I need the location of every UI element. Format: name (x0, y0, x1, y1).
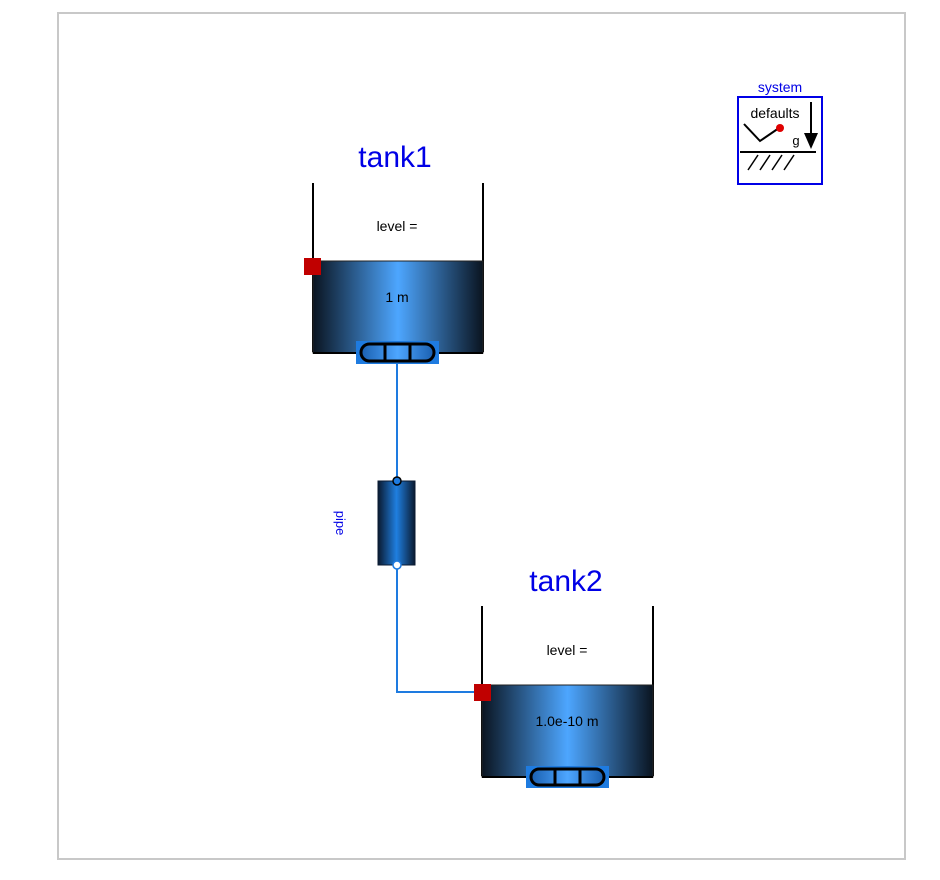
tank2-fluid (481, 684, 654, 778)
gravity-arrow-icon (804, 102, 818, 149)
tank1-heat-port[interactable] (304, 258, 321, 275)
tank2-component[interactable]: tank2 level = 1.0e-10 m (474, 565, 654, 788)
pipe-component[interactable]: pipe (333, 476, 416, 570)
tank1-name-label: tank1 (358, 141, 431, 174)
system-ground-icon (740, 123, 816, 171)
tank1-level-value: 1 m (385, 289, 408, 305)
tank1-component[interactable]: tank1 level = 1 m (304, 141, 484, 364)
pipe-name-label: pipe (333, 511, 348, 536)
tank2-fluid-port[interactable] (526, 766, 609, 788)
connection-pipe-tank2[interactable] (396, 565, 482, 693)
tank1-fluid (312, 260, 484, 354)
tank2-heat-port[interactable] (474, 684, 491, 701)
tank1-fluid-port[interactable] (356, 341, 439, 364)
tank2-level-value: 1.0e-10 m (535, 713, 598, 729)
tank2-level-label: level = (547, 642, 588, 658)
tank1-level-label: level = (377, 218, 418, 234)
system-defaults-label: defaults (750, 105, 799, 121)
system-name-label: system (758, 79, 802, 95)
system-gravity-label: g (792, 133, 799, 148)
pipe-port-a[interactable] (392, 476, 402, 486)
tank2-name-label: tank2 (529, 565, 602, 598)
system-block[interactable]: system defaults g (737, 79, 823, 185)
pipe-port-b[interactable] (392, 560, 402, 570)
